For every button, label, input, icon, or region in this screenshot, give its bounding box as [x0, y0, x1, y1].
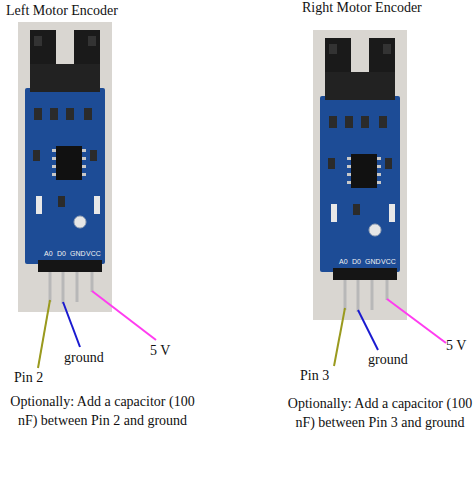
power-wire — [92, 291, 156, 340]
right-encoder-photo — [313, 30, 407, 320]
wire-label: 5 V — [150, 343, 170, 359]
board-heading: Left Motor Encoder — [6, 3, 118, 19]
wire-label: ground — [64, 350, 104, 366]
board-heading: Right Motor Encoder — [302, 0, 422, 16]
pin-name: GND — [365, 258, 381, 265]
ground-wire — [63, 302, 80, 347]
power-wire — [387, 299, 446, 343]
pin-name: D0 — [57, 250, 66, 257]
pin-name: D0 — [352, 258, 361, 265]
pin-label: Pin 2 — [14, 370, 43, 386]
wire-label: 5 V — [446, 338, 466, 354]
signal-wire — [38, 300, 50, 368]
pin-label: Pin 3 — [300, 368, 329, 384]
note-text: Optionally: Add a capacitor (100 nF) bet… — [286, 394, 474, 432]
pin-name: VCC — [381, 258, 396, 265]
signal-wire — [334, 308, 345, 366]
pin-name: VCC — [86, 250, 101, 257]
pin-name: A0 — [339, 258, 348, 265]
wire-label: ground — [368, 352, 408, 368]
left-encoder-photo — [18, 22, 112, 312]
ground-wire — [358, 310, 378, 350]
pin-name: A0 — [44, 250, 53, 257]
pin-name: GND — [70, 250, 86, 257]
note-text: Optionally: Add a capacitor (100 nF) bet… — [0, 392, 205, 430]
